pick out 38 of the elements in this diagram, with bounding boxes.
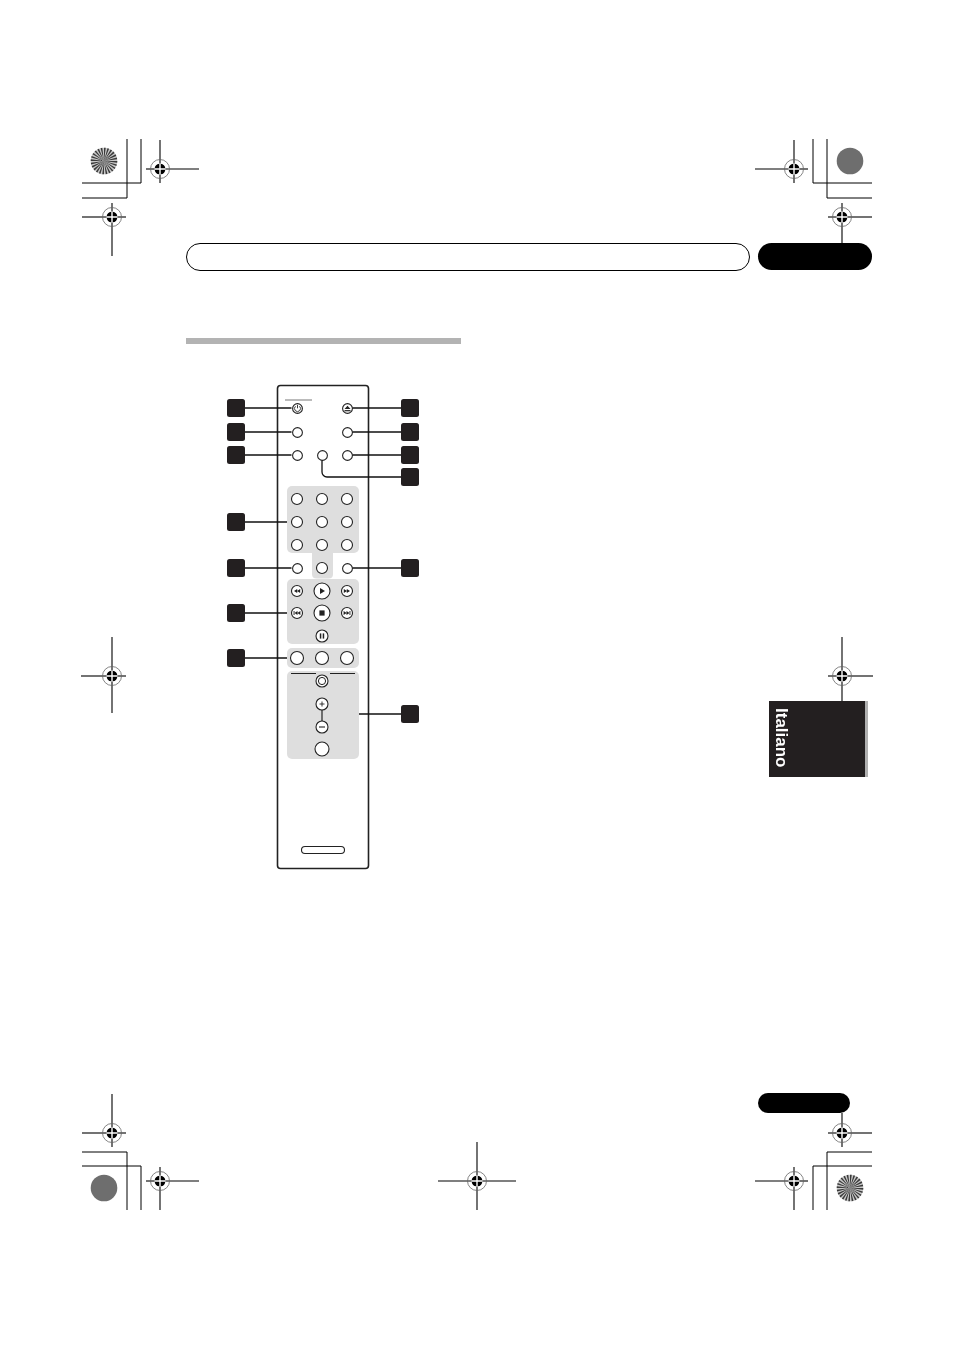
callout-marker xyxy=(227,513,245,531)
leader-line xyxy=(358,713,402,715)
leader-line xyxy=(351,567,402,569)
leader-line xyxy=(244,657,288,659)
callout-marker xyxy=(227,649,245,667)
chapter-tab xyxy=(758,243,872,270)
leader-line xyxy=(244,454,293,456)
callout-marker xyxy=(227,423,245,441)
leader-line xyxy=(244,431,293,433)
leader-line xyxy=(244,612,288,614)
language-label: Italiano xyxy=(773,708,790,768)
leader-line xyxy=(351,407,402,409)
round-key-icon xyxy=(291,562,303,574)
round-key-icon xyxy=(341,562,353,574)
round-key-icon xyxy=(341,449,353,461)
callout-marker xyxy=(401,468,419,486)
eject-key-icon xyxy=(341,402,353,414)
language-tab xyxy=(769,701,868,777)
leader-line xyxy=(244,521,288,523)
round-key-icon xyxy=(316,449,328,461)
callout-marker xyxy=(401,399,419,417)
callout-marker xyxy=(401,705,419,723)
power-key-icon xyxy=(291,402,303,414)
callout-marker xyxy=(227,604,245,622)
leader-line xyxy=(244,407,293,409)
callout-marker xyxy=(227,399,245,417)
callout-marker xyxy=(227,559,245,577)
callout-marker xyxy=(401,559,419,577)
round-key-icon xyxy=(341,426,353,438)
leader-line xyxy=(244,567,293,569)
leader-line xyxy=(351,431,402,433)
callout-marker xyxy=(401,446,419,464)
round-key-icon xyxy=(291,426,303,438)
page-number-tab xyxy=(758,1093,850,1113)
leader-line xyxy=(351,454,402,456)
callout-marker xyxy=(227,446,245,464)
callout-marker xyxy=(401,423,419,441)
round-key-icon xyxy=(291,449,303,461)
